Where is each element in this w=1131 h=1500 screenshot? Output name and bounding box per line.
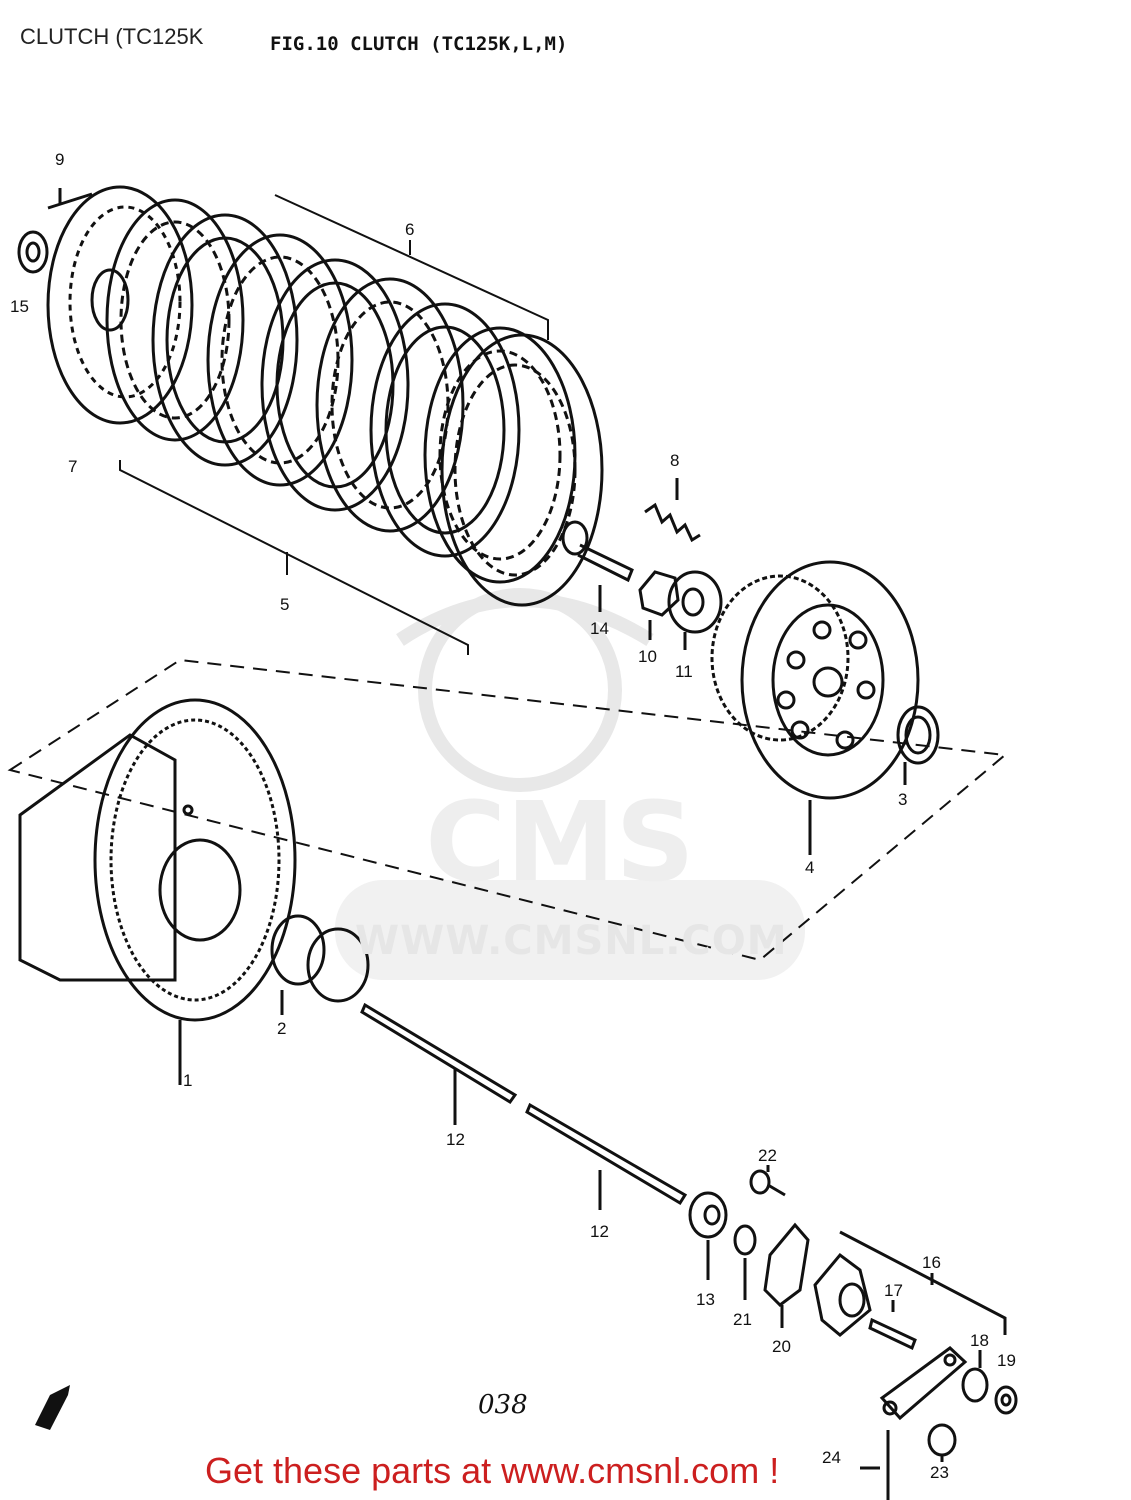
push-rod-part-12b	[525, 1102, 688, 1210]
assembly-dashed-outline	[7, 658, 1008, 962]
spacer-part-2	[270, 914, 370, 1015]
friction-plate	[315, 277, 465, 533]
callout-13: 13	[696, 1290, 715, 1309]
bushing-part-23	[927, 1423, 957, 1462]
push-rod-part-12a	[360, 1002, 518, 1125]
callout-16: 16	[922, 1253, 941, 1272]
release-lever	[879, 1346, 968, 1421]
callout-2: 2	[277, 1019, 286, 1038]
washer-part-3	[896, 705, 940, 785]
callout-14: 14	[590, 619, 609, 638]
o-ring-part-21	[733, 1224, 757, 1300]
steel-plate	[369, 302, 521, 558]
clutch-hub-part-4	[710, 560, 920, 855]
pressure-plate-part-7	[46, 185, 194, 425]
callout-3: 3	[898, 790, 907, 809]
washer-part-18	[961, 1350, 989, 1403]
figure-title: FIG.10 CLUTCH (TC125K,L,M)	[270, 33, 568, 55]
washer-part-11	[667, 570, 723, 650]
oil-seal-part-13	[688, 1191, 728, 1280]
callout-5: 5	[280, 595, 289, 614]
footer-cta-link[interactable]: Get these parts at www.cmsnl.com !	[205, 1450, 780, 1491]
callout-15: 15	[10, 297, 29, 316]
callout-17: 17	[884, 1281, 903, 1300]
header-caption: CLUTCH (TC125K	[20, 24, 204, 49]
callout-1: 1	[183, 1071, 192, 1090]
callout-19: 19	[997, 1351, 1016, 1370]
callout-6: 6	[405, 220, 414, 239]
page-number: 038	[478, 1390, 528, 1420]
cover-part-20	[763, 1222, 810, 1328]
friction-plate	[105, 198, 245, 442]
watermark-logo	[335, 588, 805, 980]
release-assembly-part-16	[813, 1230, 1007, 1337]
pin-part-9	[47, 188, 93, 210]
steel-plate	[260, 258, 410, 512]
bracket-part-6	[274, 194, 549, 340]
callout-labels: 1 2 3 4 5 6 7 8 9 10 11 12 12 13 14 15 1…	[10, 150, 1016, 1482]
friction-plate	[423, 326, 577, 584]
callout-11: 11	[675, 662, 693, 681]
callout-21: 21	[733, 1310, 752, 1329]
callout-12a: 12	[446, 1130, 465, 1149]
push-piece-part-14	[561, 520, 634, 612]
nut-part-10	[638, 570, 680, 640]
clutch-plate-stack	[105, 198, 604, 607]
direction-marker-icon	[35, 1385, 70, 1430]
bolt-part-22	[749, 1165, 786, 1197]
screw-part-17	[868, 1300, 917, 1351]
callout-18: 18	[970, 1331, 989, 1350]
callout-4: 4	[805, 858, 814, 877]
callout-22: 22	[758, 1146, 777, 1165]
clutch-housing-part-1	[18, 698, 297, 1085]
bracket-part-5	[119, 460, 469, 655]
pin-part-24	[860, 1430, 890, 1500]
callout-23: 23	[930, 1463, 949, 1482]
watermark-logo-text: CMS	[425, 778, 694, 906]
callout-20: 20	[772, 1337, 791, 1356]
nut-part-15	[17, 230, 49, 274]
callout-24: 24	[822, 1448, 841, 1467]
watermark-site-text: WWW.CMSNL.COM	[355, 918, 788, 964]
nut-part-19	[994, 1385, 1018, 1415]
friction-plate	[440, 333, 604, 607]
callout-9: 9	[55, 150, 64, 169]
callout-7: 7	[68, 457, 77, 476]
callout-8: 8	[670, 451, 679, 470]
callout-10: 10	[638, 647, 657, 666]
callout-12b: 12	[590, 1222, 609, 1241]
spring-part-8	[644, 478, 701, 543]
